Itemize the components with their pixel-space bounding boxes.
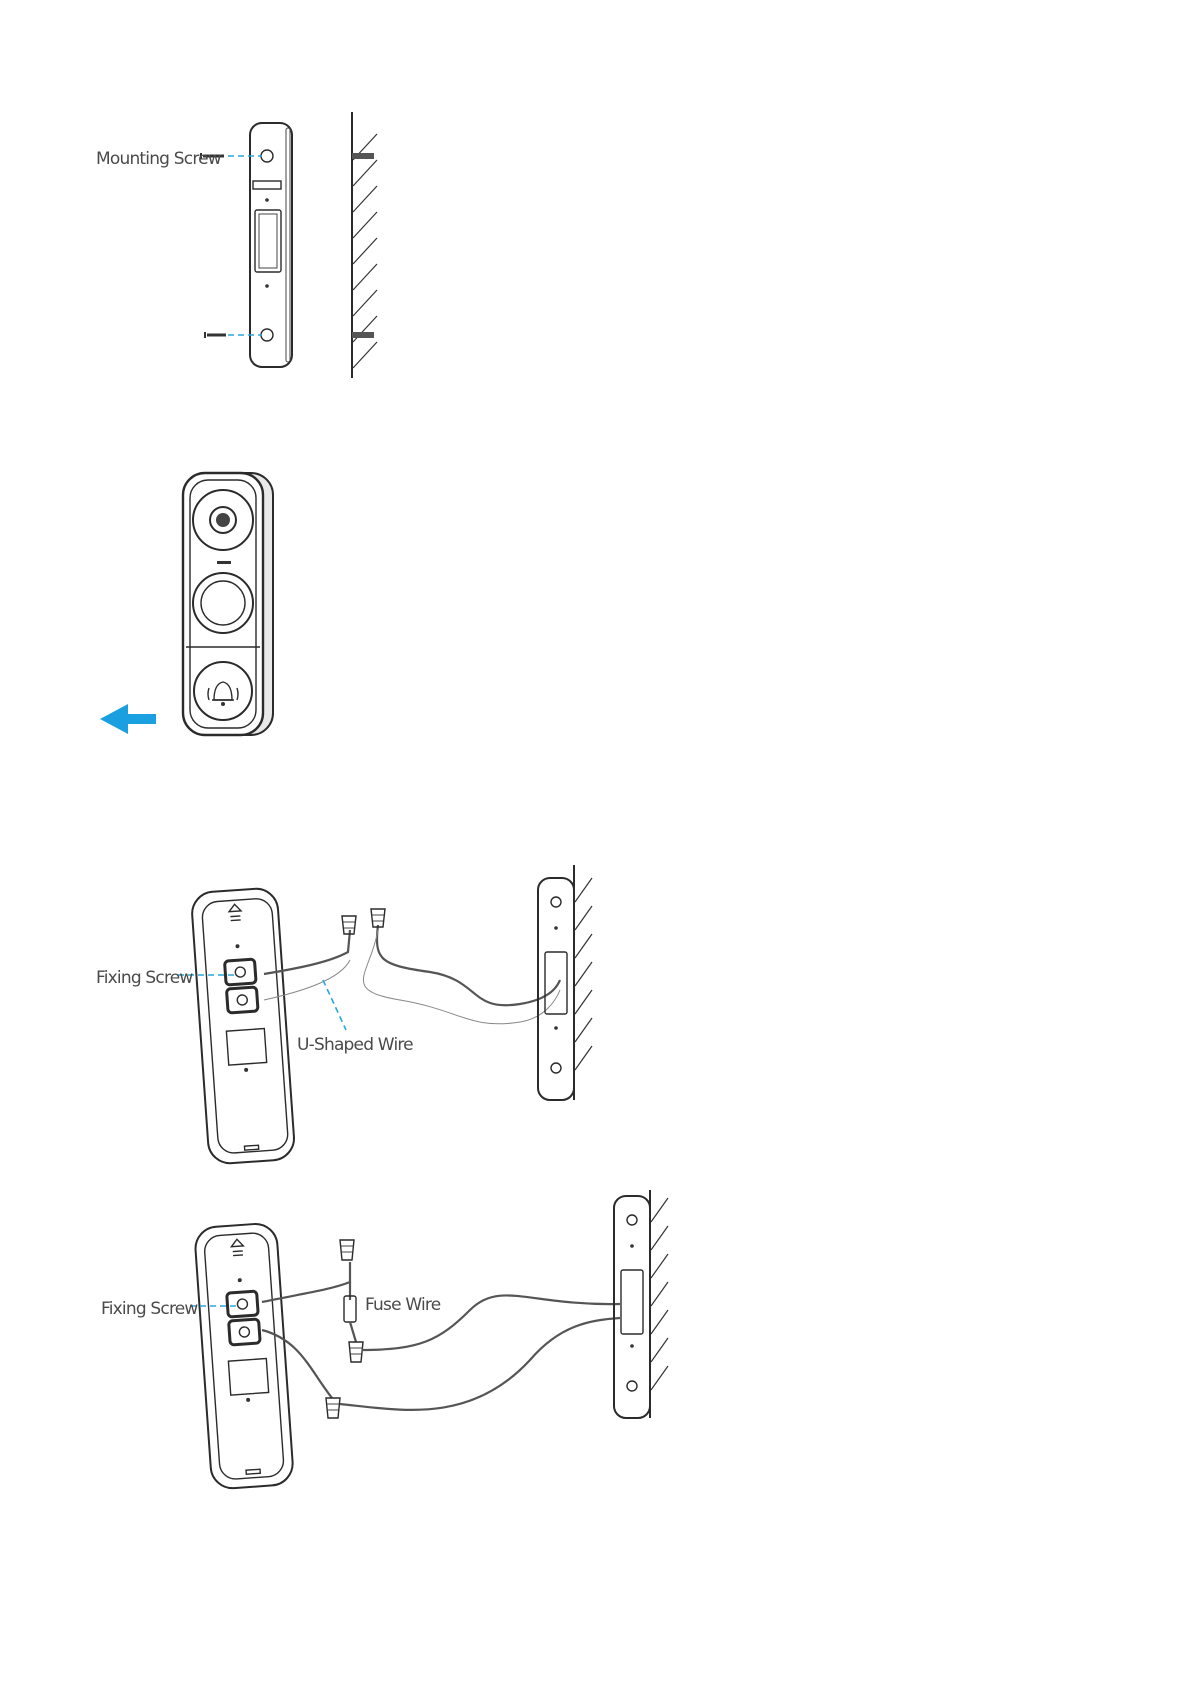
bottom-screw-hole <box>261 329 273 341</box>
wire-nut <box>371 909 385 927</box>
figure-u-shaped-wire: Fixing Screw U-Shaped Wire <box>96 865 592 1165</box>
fuse-wire-label: Fuse Wire <box>365 1295 441 1315</box>
terminal-screw <box>226 987 258 1013</box>
wire-nut <box>349 1342 363 1362</box>
figure-fuse-wire: Fixing Screw Fuse Wire <box>101 1190 668 1490</box>
wall-anchor <box>352 153 374 159</box>
mounting-bracket <box>614 1196 650 1418</box>
figure-doorbell-front <box>100 473 273 735</box>
fixing-screw-label: Fixing Screw <box>101 1299 198 1319</box>
fixing-screw-label: Fixing Screw <box>96 968 193 988</box>
wire-nut <box>340 1240 354 1260</box>
mounting-screw-label: Mounting Screw <box>96 149 222 169</box>
u-shaped-wire-label: U-Shaped Wire <box>297 1035 413 1055</box>
arrow-left-icon <box>100 704 156 734</box>
terminal-screw <box>227 1291 259 1317</box>
terminal-screw <box>224 959 256 985</box>
wire-nut <box>326 1398 340 1418</box>
mounting-bracket <box>538 878 574 1100</box>
top-screw-hole <box>261 150 273 162</box>
wall-anchor <box>352 332 374 338</box>
terminal-screw <box>229 1319 261 1345</box>
screw-icon <box>205 332 226 338</box>
figure-mounting-bracket: Mounting Screw <box>96 112 377 378</box>
doorbell-back <box>194 1223 294 1490</box>
